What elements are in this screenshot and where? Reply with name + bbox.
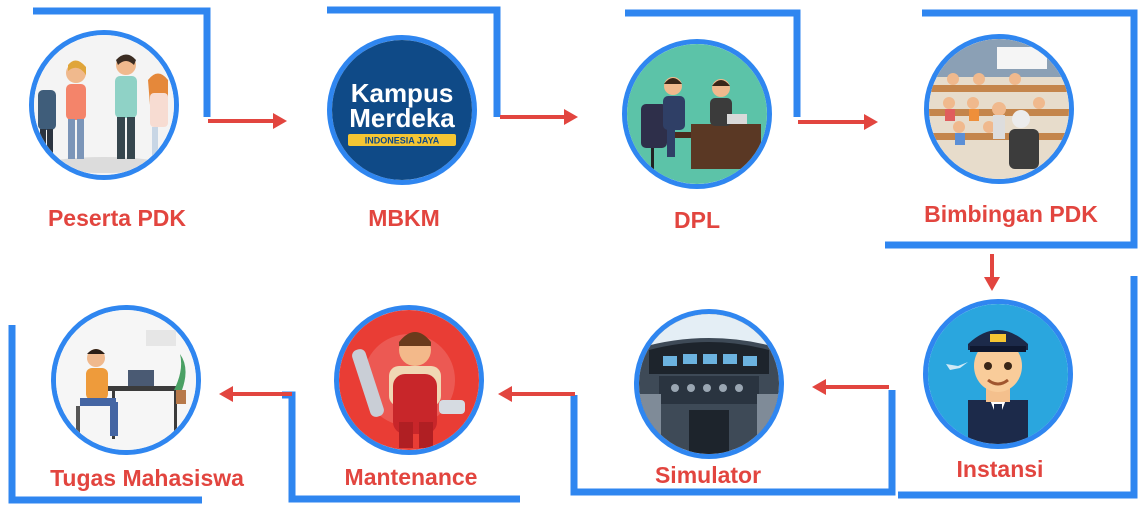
arrowhead (812, 379, 826, 395)
arrowhead (273, 113, 287, 129)
node-peserta-pdk (29, 30, 179, 180)
label-simulator: Simulator (654, 462, 762, 488)
label-dpl: DPL (674, 207, 720, 233)
logo-line2: Merdeka (349, 103, 455, 133)
arrowhead (219, 386, 233, 402)
office-meeting-icon (627, 44, 767, 184)
frame-simulator (570, 390, 896, 496)
node-instansi (923, 299, 1073, 449)
node-mantenance (334, 305, 484, 455)
arrowhead (498, 386, 512, 402)
cockpit-icon (639, 314, 779, 454)
label-peserta-pdk: Peserta PDK (47, 205, 187, 231)
students-group-icon (34, 35, 174, 175)
student-laptop-icon (56, 310, 196, 450)
frame-tugas-mahasiswa (8, 325, 202, 504)
label-mantenance: Mantenance (344, 464, 478, 490)
pilot-icon (928, 304, 1068, 444)
node-simulator (634, 309, 784, 459)
label-instansi: Instansi (956, 456, 1044, 482)
node-tugas-mahasiswa (51, 305, 201, 455)
logo-tagline: INDONESIA JAYA (365, 136, 440, 146)
frame-mbkm (327, 6, 501, 117)
arrowhead (984, 277, 1000, 291)
arrowhead (864, 114, 878, 130)
node-dpl (622, 39, 772, 189)
frame-bimbingan-pdk (885, 9, 1138, 249)
frame-instansi (898, 276, 1138, 499)
frame-peserta-pdk (33, 7, 211, 117)
node-bimbingan-pdk (924, 34, 1074, 184)
classroom-lecture-icon (929, 39, 1069, 179)
label-mbkm: MBKM (368, 205, 440, 231)
label-tugas-mahasiswa: Tugas Mahasiswa (50, 465, 244, 491)
mechanic-icon (339, 310, 479, 450)
arrowhead (564, 109, 578, 125)
kampus-merdeka-logo: Kampus Merdeka INDONESIA JAYA (332, 40, 472, 180)
node-mbkm: Kampus Merdeka INDONESIA JAYA (327, 35, 477, 185)
logo-line1: Kampus (351, 78, 454, 108)
label-bimbingan-pdk: Bimbingan PDK (924, 201, 1098, 227)
frame-dpl (625, 9, 801, 117)
